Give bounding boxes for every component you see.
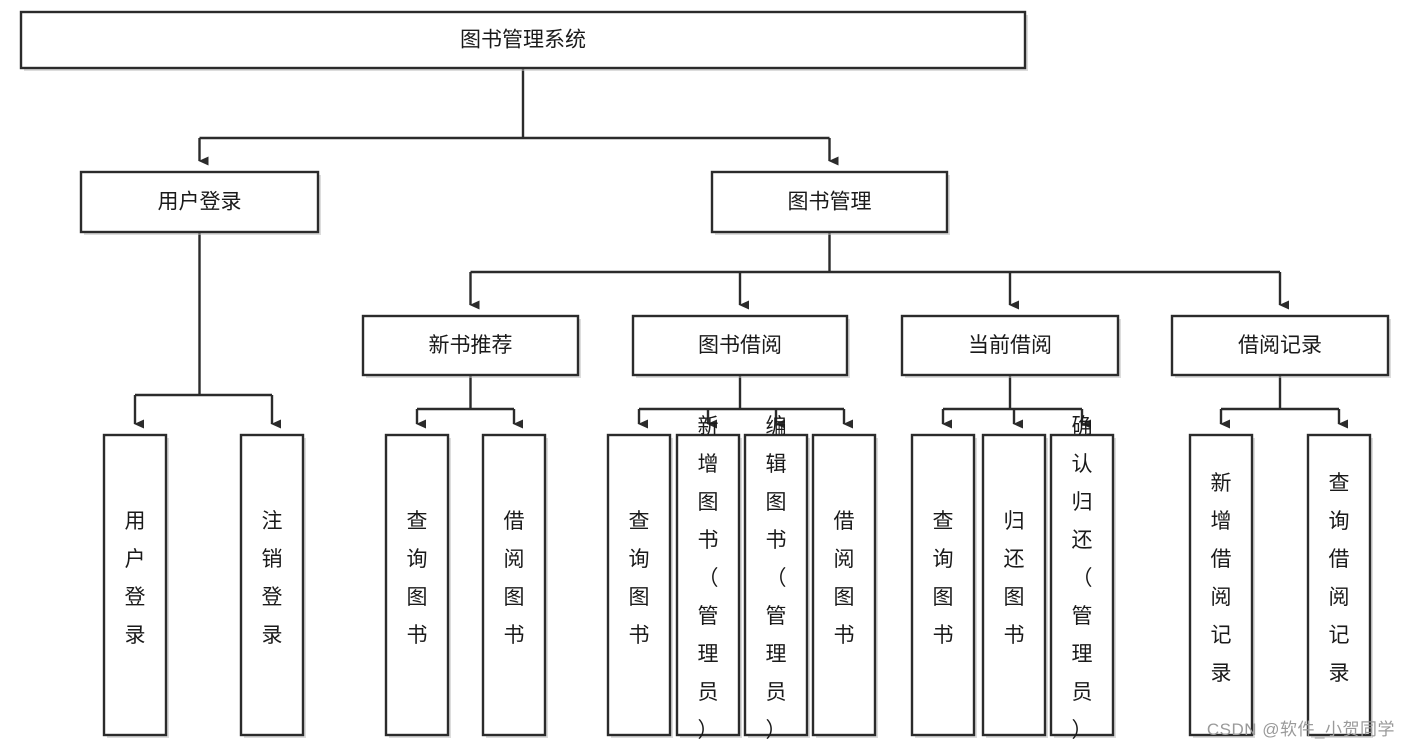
edge-group-l3_0 bbox=[415, 375, 523, 429]
node-label: 新增图书（管理员） bbox=[698, 415, 719, 742]
node-box[interactable] bbox=[900, 314, 1120, 377]
node-box[interactable] bbox=[384, 433, 450, 737]
node-l2_0[interactable]: 用户登录 bbox=[79, 170, 321, 235]
node-leaf_0[interactable]: 用户登录 bbox=[102, 433, 169, 738]
node-box[interactable] bbox=[1049, 433, 1115, 737]
node-label: 用户登录 bbox=[158, 191, 242, 214]
node-root[interactable]: 图书管理系统 bbox=[19, 10, 1028, 71]
edge-group-root bbox=[198, 68, 839, 166]
node-label: 图书借阅 bbox=[698, 334, 782, 357]
node-box[interactable] bbox=[631, 314, 849, 377]
node-l3_0[interactable]: 新书推荐 bbox=[361, 314, 581, 378]
node-leaf_5[interactable]: 新增图书（管理员） bbox=[675, 415, 742, 742]
edge-group-l2_1 bbox=[469, 232, 1289, 310]
node-box[interactable] bbox=[811, 433, 877, 737]
node-leaf_2[interactable]: 查询图书 bbox=[384, 433, 451, 738]
node-label: 归还图书 bbox=[1004, 510, 1025, 647]
node-label: 注销登录 bbox=[262, 510, 283, 647]
node-box[interactable] bbox=[710, 170, 949, 234]
node-leaf_9[interactable]: 归还图书 bbox=[981, 433, 1048, 738]
node-label: 图书管理 bbox=[788, 191, 872, 214]
node-leaf_8[interactable]: 查询图书 bbox=[910, 433, 977, 738]
node-label: 查询借阅记录 bbox=[1329, 472, 1350, 685]
node-label: 当前借阅 bbox=[968, 334, 1052, 357]
edge-group-l3_1 bbox=[637, 375, 853, 429]
node-label: 新书推荐 bbox=[429, 334, 513, 357]
node-box[interactable] bbox=[1188, 433, 1254, 737]
node-label: 借阅图书 bbox=[834, 510, 855, 647]
node-label: 查询图书 bbox=[629, 510, 650, 647]
node-box[interactable] bbox=[19, 10, 1027, 70]
edge-group-l3_2 bbox=[941, 375, 1091, 429]
node-box[interactable] bbox=[102, 433, 168, 737]
node-box[interactable] bbox=[79, 170, 320, 234]
node-leaf_3[interactable]: 借阅图书 bbox=[481, 433, 548, 738]
node-leaf_4[interactable]: 查询图书 bbox=[606, 433, 673, 738]
node-box[interactable] bbox=[361, 314, 580, 377]
node-box[interactable] bbox=[481, 433, 547, 737]
node-box[interactable] bbox=[981, 433, 1047, 737]
node-box[interactable] bbox=[239, 433, 305, 737]
node-label: 图书管理系统 bbox=[460, 29, 586, 52]
node-box[interactable] bbox=[743, 433, 809, 737]
node-label: 确认归还（管理员） bbox=[1072, 415, 1093, 742]
node-box[interactable] bbox=[1170, 314, 1390, 377]
node-box[interactable] bbox=[1306, 433, 1372, 737]
node-l2_1[interactable]: 图书管理 bbox=[710, 170, 950, 235]
node-label: 编辑图书（管理员） bbox=[766, 415, 787, 742]
node-l3_1[interactable]: 图书借阅 bbox=[631, 314, 850, 378]
node-l3_3[interactable]: 借阅记录 bbox=[1170, 314, 1391, 378]
node-label: 用户登录 bbox=[125, 510, 146, 647]
node-label: 借阅记录 bbox=[1238, 334, 1322, 357]
node-label: 借阅图书 bbox=[504, 510, 525, 647]
edge-group-l3_3 bbox=[1219, 375, 1348, 429]
node-label: 查询图书 bbox=[933, 510, 954, 647]
node-leaf_11[interactable]: 新增借阅记录 bbox=[1188, 433, 1255, 738]
node-leaf_10[interactable]: 确认归还（管理员） bbox=[1049, 415, 1116, 742]
node-layer: 图书管理系统用户登录图书管理新书推荐图书借阅当前借阅借阅记录用户登录注销登录查询… bbox=[19, 10, 1391, 742]
edge-group-l2_0 bbox=[133, 232, 281, 429]
node-label: 查询图书 bbox=[407, 510, 428, 647]
node-box[interactable] bbox=[606, 433, 672, 737]
connector-layer bbox=[133, 68, 1348, 429]
node-leaf_12[interactable]: 查询借阅记录 bbox=[1306, 433, 1373, 738]
node-label: 新增借阅记录 bbox=[1211, 472, 1232, 685]
node-box[interactable] bbox=[910, 433, 976, 737]
node-box[interactable] bbox=[675, 433, 741, 737]
node-l3_2[interactable]: 当前借阅 bbox=[900, 314, 1121, 378]
node-leaf_6[interactable]: 编辑图书（管理员） bbox=[743, 415, 810, 742]
node-leaf_7[interactable]: 借阅图书 bbox=[811, 433, 878, 738]
node-leaf_1[interactable]: 注销登录 bbox=[239, 433, 306, 738]
